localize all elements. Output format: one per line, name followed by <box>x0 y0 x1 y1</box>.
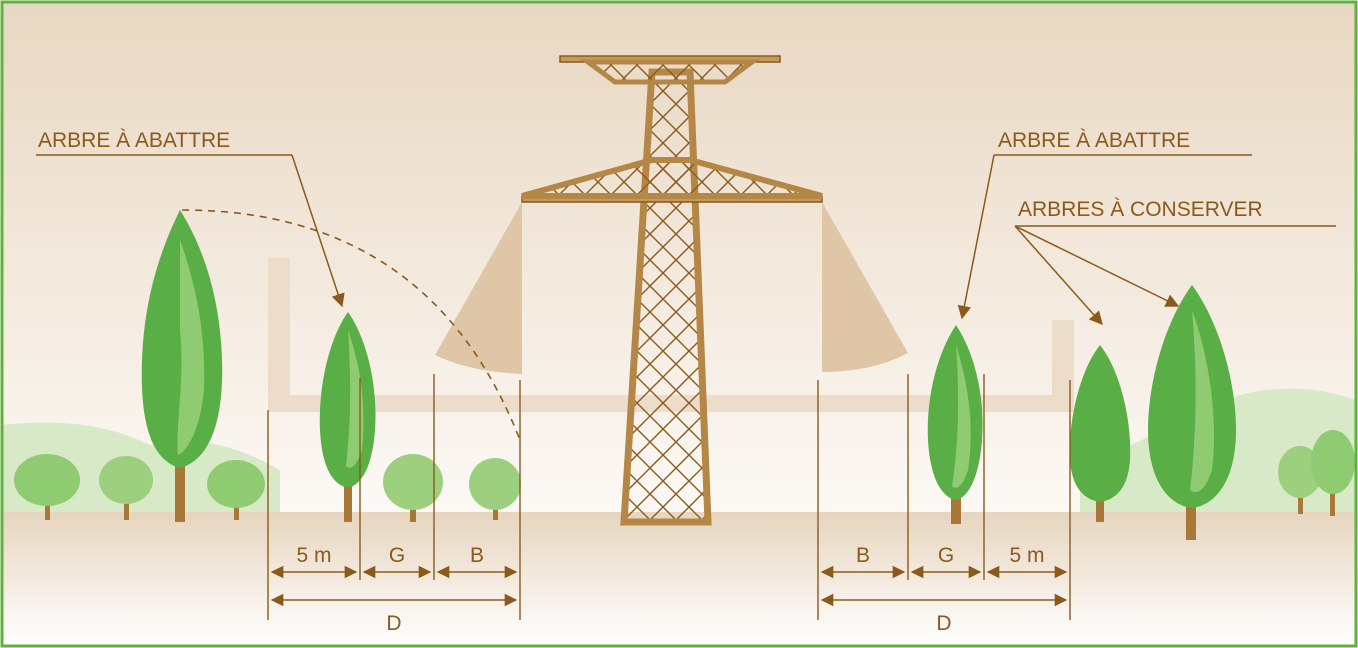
annotation-leaders <box>36 154 1336 326</box>
left-cut-tree <box>319 312 376 522</box>
keep-trees-label: ARBRES À CONSERVER <box>1018 198 1263 221</box>
left-b-label: B <box>470 544 484 567</box>
right-cut-tree <box>927 325 983 524</box>
right-shrubs <box>1278 430 1355 516</box>
right-sway-zone <box>822 202 908 372</box>
right-kept-tree-tall <box>1148 285 1236 540</box>
left-g-label: G <box>389 544 405 567</box>
left-shrubs <box>14 454 521 522</box>
left-sway-zone <box>435 202 522 374</box>
pylon <box>521 55 823 526</box>
left-d-label: D <box>386 612 401 635</box>
tall-left-tree <box>141 210 223 522</box>
ground <box>2 512 1356 646</box>
right-cut-tree-label: ARBRE À ABATTRE <box>998 129 1190 152</box>
right-d-label: D <box>936 612 951 635</box>
right-b-label: B <box>856 544 870 567</box>
right-kept-tree-small <box>1069 345 1131 522</box>
right-g-label: G <box>938 544 954 567</box>
right-dimensions <box>817 374 1071 620</box>
left-five-m-label: 5 m <box>296 544 331 567</box>
left-dimensions <box>267 374 521 620</box>
right-five-m-label: 5 m <box>1009 544 1044 567</box>
left-cut-tree-label: ARBRE À ABATTRE <box>38 129 230 152</box>
